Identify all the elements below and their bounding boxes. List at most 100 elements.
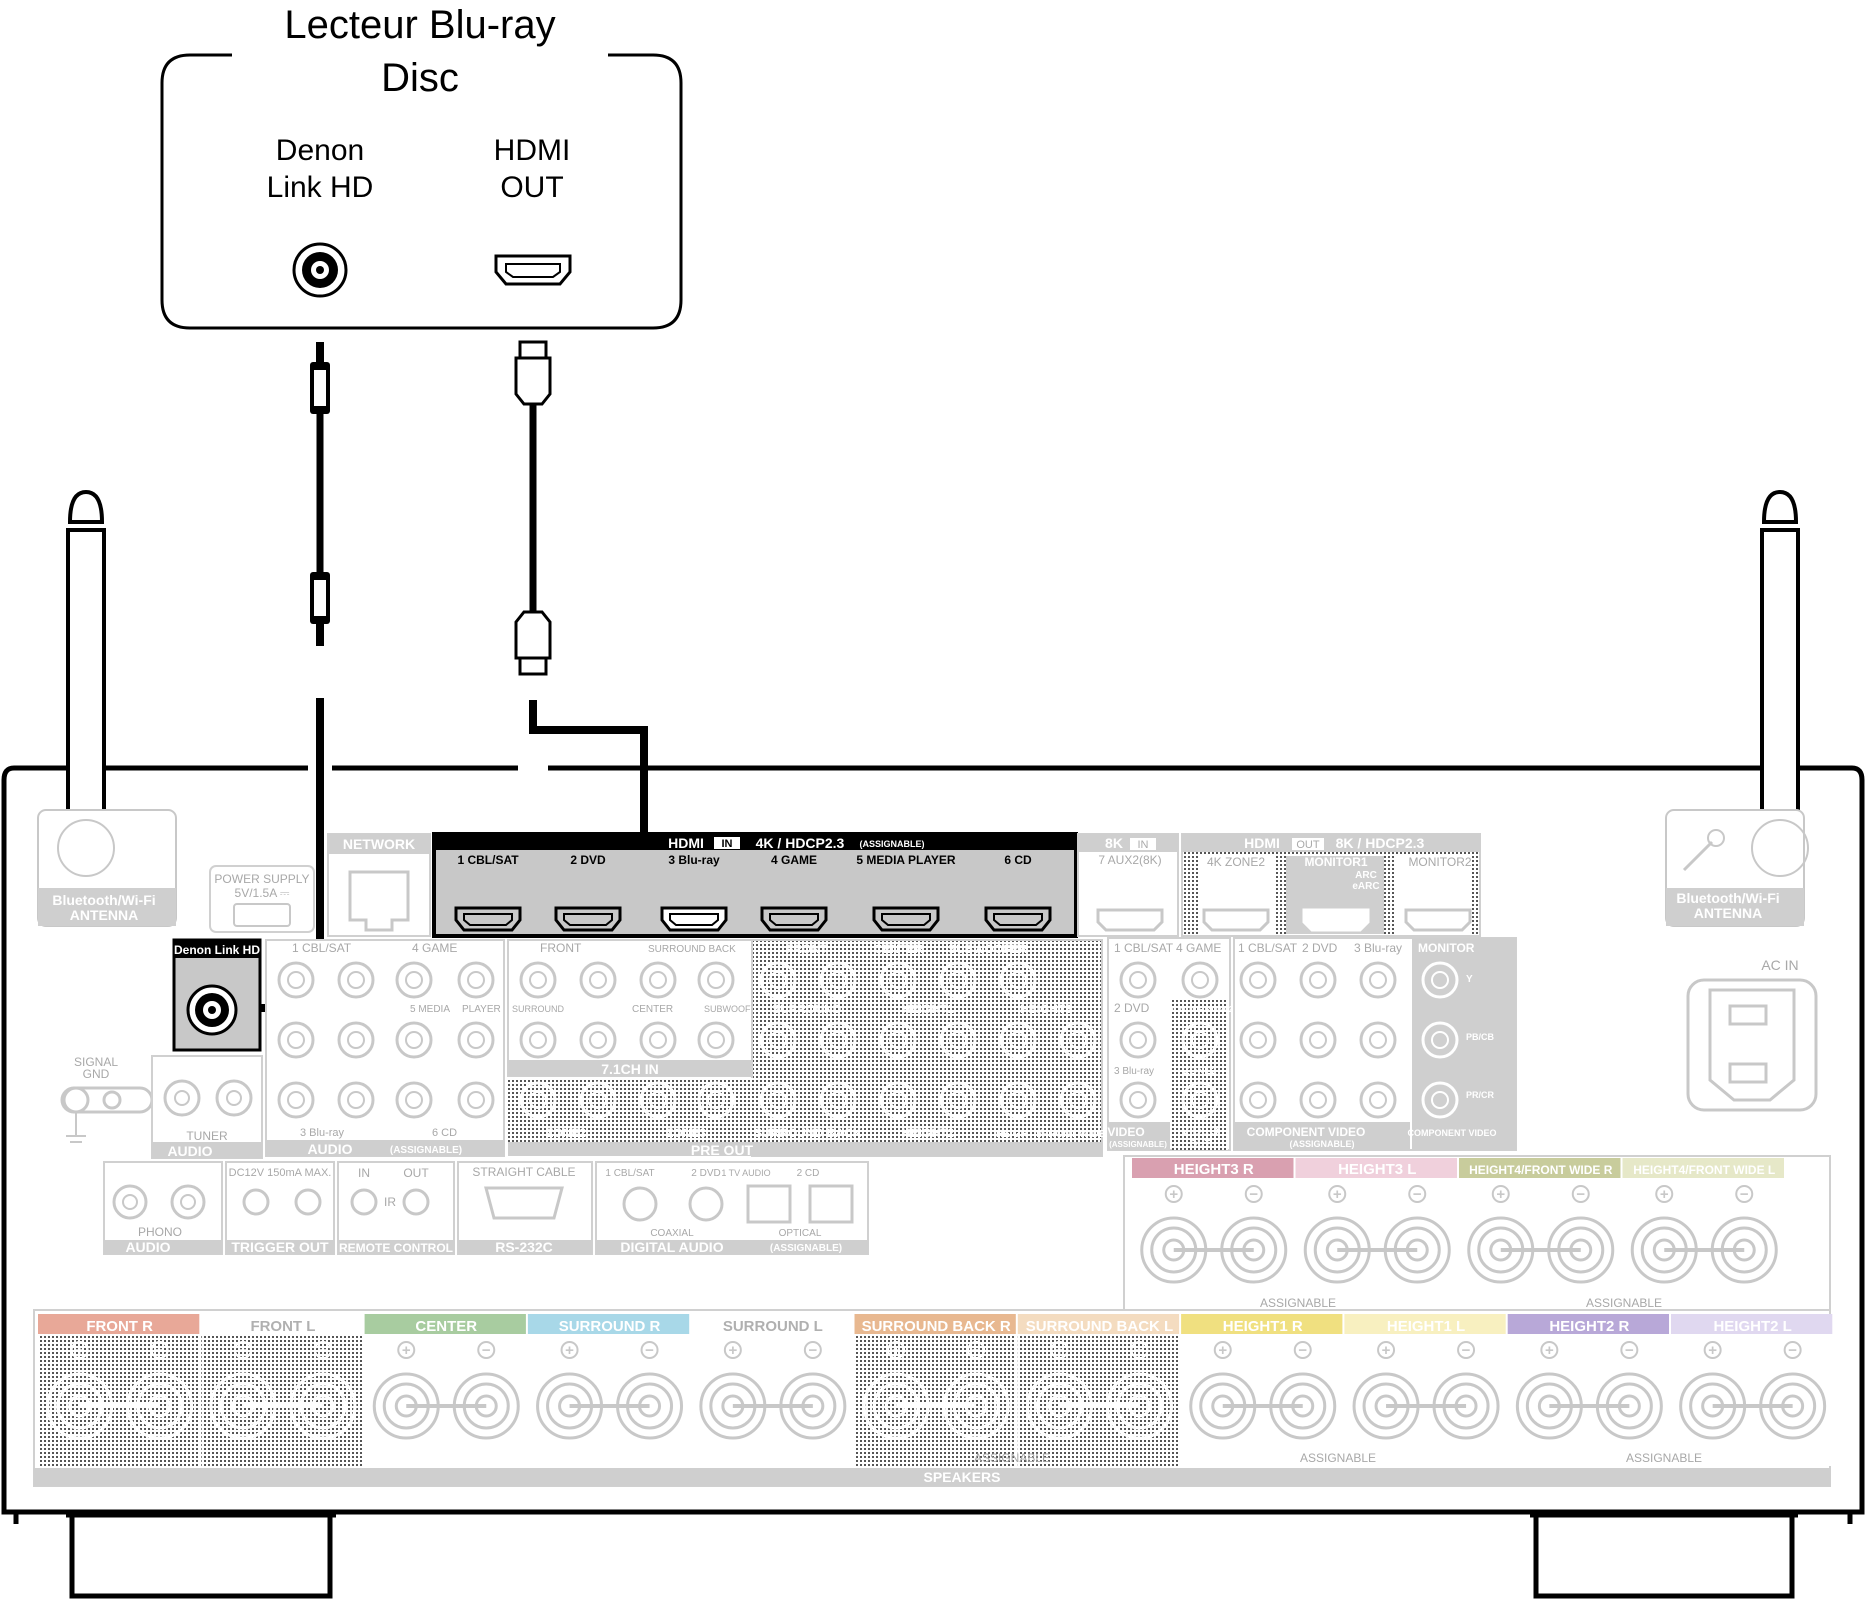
polarity-icon: −	[150, 1341, 169, 1359]
ch71-label-surround: SURROUND	[512, 1004, 565, 1014]
hdmi-in-block: HDMI IN 4K / HDCP2.3 (ASSIGNABLE) 1 CBL/…	[432, 832, 1078, 938]
speaker-lower-label: SURROUND L	[723, 1318, 823, 1335]
svg-text:−: −	[1788, 1342, 1797, 1359]
component-monitor: MONITOR	[1418, 941, 1475, 955]
component-jack-icon	[1239, 1081, 1277, 1119]
audio-in-label-5: 3 Blu-ray	[300, 1127, 345, 1139]
ch71-jack-icon	[579, 961, 617, 999]
speaker-terminal-icon	[1679, 1372, 1747, 1440]
svg-text:−: −	[155, 1342, 164, 1359]
hdmi-out-tag: OUT	[1296, 839, 1320, 851]
digital-label-5: COAXIAL	[650, 1228, 694, 1239]
polarity-icon: +	[233, 1341, 252, 1359]
hdmi-in-header: HDMI	[668, 835, 704, 851]
polarity-icon: +	[1703, 1341, 1722, 1359]
preout-jack-icon	[1059, 1021, 1097, 1059]
speaker-lower-header	[1344, 1314, 1506, 1334]
preout-jack-icon	[819, 1021, 857, 1059]
polarity-icon: −	[1293, 1341, 1312, 1359]
svg-text:−: −	[319, 1342, 328, 1359]
receiver-body	[1, 765, 1865, 1599]
speaker-terminal-icon	[1352, 1372, 1420, 1440]
speaker-terminal-icon	[1383, 1216, 1451, 1284]
trigger-footer: TRIGGER OUT	[231, 1239, 329, 1255]
tuner-footer: AUDIO	[167, 1143, 212, 1159]
svg-text:+: +	[892, 1342, 901, 1359]
ac-in-label: AC IN	[1761, 957, 1798, 973]
preout-label-sb: SURROUND BACK	[754, 1126, 862, 1140]
hdmi-in-port-label: 5 MEDIA PLAYER	[856, 853, 955, 867]
speaker-lower-header	[1017, 1314, 1180, 1334]
polarity-icon: −	[477, 1341, 496, 1359]
speaker-lower-body	[1344, 1334, 1506, 1466]
digital-assignable: (ASSIGNABLE)	[770, 1243, 842, 1254]
polarity-icon: −	[1735, 1185, 1754, 1203]
preout-jack-icon	[639, 1081, 677, 1119]
signal-gnd-label-2: GND	[83, 1067, 110, 1081]
polarity-icon: −	[967, 1341, 986, 1359]
polarity-icon: +	[1050, 1341, 1069, 1359]
signal-gnd: SIGNAL GND	[60, 1055, 154, 1143]
hdmi-out-spec: 8K / HDCP2.3	[1336, 835, 1425, 851]
component-jack-icon	[1299, 961, 1337, 999]
video-group: 1 CBL/SAT 4 GAME 2 DVD 3 Blu-ray MONITOR…	[1107, 937, 1234, 1151]
svg-text:+: +	[239, 1342, 248, 1359]
speaker-lower-header	[38, 1314, 200, 1334]
video-out-jack-icon	[1181, 1081, 1219, 1119]
speaker-lower-label: FRONT L	[250, 1318, 315, 1335]
svg-text:−: −	[1135, 1342, 1144, 1359]
component-assignable: (ASSIGNABLE)	[1290, 1139, 1355, 1149]
speaker-terminal-icon	[942, 1372, 1010, 1440]
video-label-3: 2 DVD	[1114, 1001, 1150, 1015]
phono-label: PHONO	[138, 1225, 182, 1239]
speaker-lower-header	[201, 1314, 363, 1334]
speaker-lower-label: HEIGHT2 R	[1549, 1318, 1629, 1335]
remote-footer: REMOTE CONTROL	[339, 1241, 453, 1255]
speakers-lower-block: FRONT R+−FRONT L+−CENTER+−SURROUND R+−SU…	[33, 1309, 1833, 1487]
audio-in-group: 1 CBL/SAT 4 GAME 5 MEDIA PLAYER 3 Blu-ra…	[265, 939, 505, 1157]
speaker-terminal-icon	[1595, 1372, 1663, 1440]
hdmi-out-port-3: MONITOR2	[1408, 855, 1471, 869]
speaker-upper-header	[1295, 1158, 1457, 1178]
preout-label-height4: HEIGHT4/FRONT WIDE	[996, 1129, 1106, 1140]
antenna-left-label-1: Bluetooth/Wi-Fi	[52, 892, 155, 908]
polarity-icon: −	[1408, 1185, 1427, 1203]
speaker-upper-label: HEIGHT4/FRONT WIDE L	[1633, 1163, 1775, 1177]
remote-ir: IR	[384, 1195, 396, 1209]
video-jack-icon	[1181, 961, 1219, 999]
speaker-terminal-icon	[46, 1372, 114, 1440]
hdmi-in-port-icon	[454, 906, 522, 932]
svg-text:+: +	[1218, 1342, 1227, 1359]
speaker-lower-label: CENTER	[415, 1318, 477, 1335]
preout-jack-icon	[939, 1021, 977, 1059]
video-in-assignable: (ASSIGNABLE)	[1109, 1140, 1167, 1149]
speaker-lower-label: SURROUND BACK R	[862, 1318, 1011, 1335]
preout-jack-icon	[879, 1081, 917, 1119]
polarity-icon: −	[1457, 1341, 1476, 1359]
denon-link-jack-icon	[292, 242, 348, 298]
speaker-lower-header	[1181, 1314, 1343, 1334]
speaker-lower-body	[527, 1334, 690, 1466]
polarity-icon: −	[1620, 1341, 1639, 1359]
svg-text:+: +	[1660, 1186, 1669, 1203]
component-label-2: 2 DVD	[1302, 941, 1338, 955]
upper-assignable-2: ASSIGNABLE	[1586, 1296, 1662, 1310]
svg-text:+: +	[1055, 1342, 1064, 1359]
hdmi-in-port-label: 3 Blu-ray	[668, 853, 720, 867]
preout-jack-icon	[1059, 1081, 1097, 1119]
video-in-label: VIDEO	[1107, 1125, 1144, 1139]
hdmi-in-port-inner	[463, 913, 513, 926]
speaker-terminal-icon	[1467, 1216, 1535, 1284]
audio-in-jack-icon	[337, 961, 375, 999]
digital-label-3: 1 TV AUDIO	[721, 1168, 770, 1178]
remote-in: IN	[358, 1166, 370, 1180]
hdmi-in-port-icon	[984, 906, 1052, 932]
speaker-terminal-icon	[536, 1372, 604, 1440]
speaker-terminal-icon	[289, 1372, 357, 1440]
digital-label-4: 2 CD	[797, 1168, 820, 1179]
hdmi-in-assignable: (ASSIGNABLE)	[860, 839, 925, 849]
audio-in-jack-icon	[457, 961, 495, 999]
rs232c-label: STRAIGHT CABLE	[472, 1165, 575, 1179]
video-label-5: MONITOR/ZONE2	[1167, 1005, 1234, 1014]
ch71-label-sub: SUBWOOFER	[704, 1004, 764, 1014]
